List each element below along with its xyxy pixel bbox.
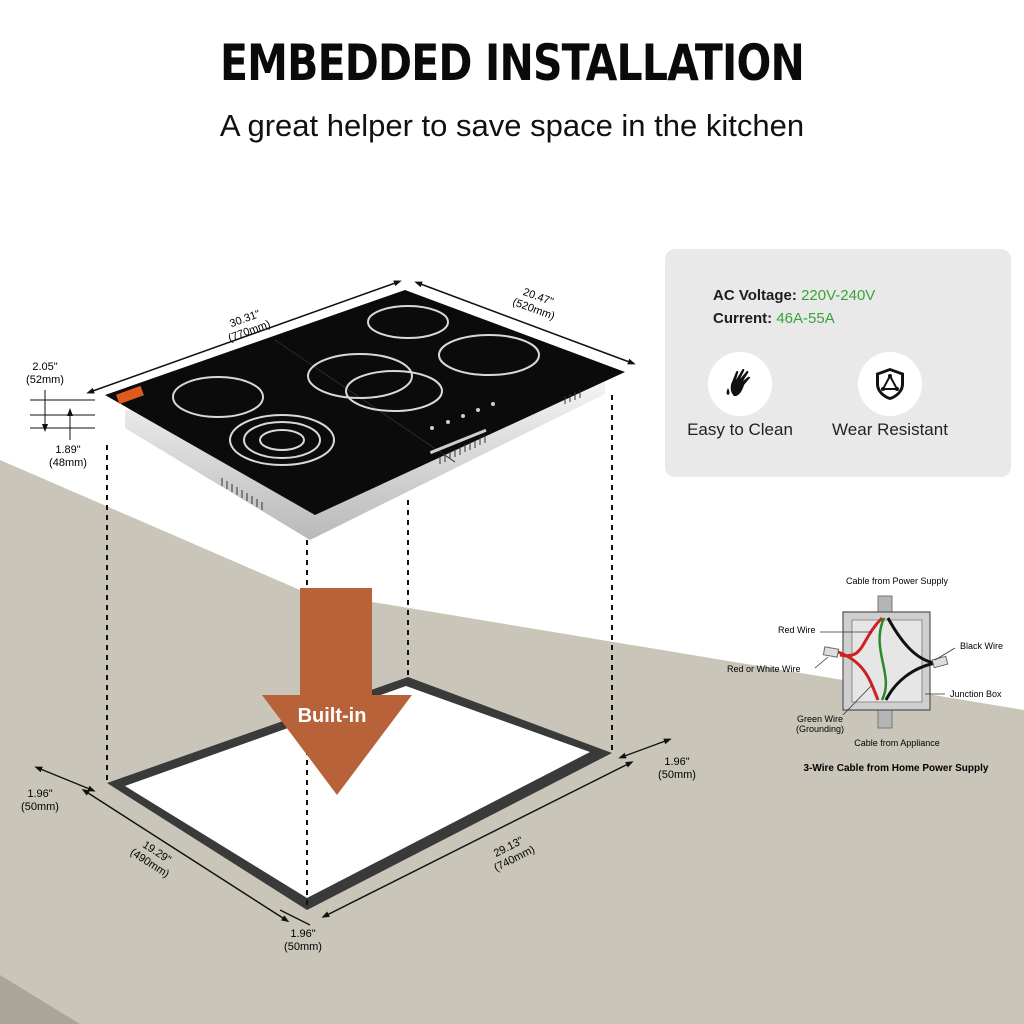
vent-slots [221,390,581,510]
countertop-front-edge [0,975,80,1024]
cooktop [105,290,625,540]
current-row: Current: 46A-55A [713,310,835,327]
voltage-value: 220V-240V [801,287,876,304]
wear-resistant-label: Wear Resistant [832,420,948,439]
current-label: Current: [713,310,773,327]
cable-appliance-label: Cable from Appliance [854,738,940,748]
cutout-depth-dim-line [81,788,290,923]
junction-box-label: Junction Box [950,689,1002,699]
wiring-caption: 3-Wire Cable from Home Power Supply [804,763,989,774]
red-or-white-label: Red or White Wire [727,664,801,674]
easy-clean-label: Easy to Clean [687,420,793,439]
grounding-label: (Grounding) [796,724,844,734]
margin-dim-lines [34,738,672,926]
cutout-width-dim-line [321,761,634,918]
touch-controls [429,402,495,455]
black-wire-2 [884,661,936,701]
wear-resistant-icon [858,352,922,416]
easy-clean-icon [708,352,772,416]
green-wire-label: Green Wire [797,714,843,724]
page-title: EMBEDDED INSTALLATION [219,34,805,92]
page-subtitle: A great helper to save space in the kitc… [219,108,805,143]
wire-nut-right [931,655,949,669]
feature-easy-clean: Easy to Clean [665,352,815,440]
voltage-row: AC Voltage: 220V-240V [713,287,875,304]
margin-front-in-label: 1.96" [290,928,315,940]
zone-triple-mid [243,421,321,459]
width-dim-line [86,280,402,394]
wiring-diagram: Cable from Power Supply Red Wire Red or … [727,576,1003,774]
embed-in-label: 1.89" [55,444,80,456]
margin-right-mm-label: (50mm) [658,769,696,781]
green-wire [878,617,888,701]
current-value: 46A-55A [776,310,835,327]
red-wire-label: Red Wire [778,625,816,635]
black-wire [886,617,936,665]
built-in-label: Built-in [298,705,367,727]
margin-front-mm-label: (50mm) [284,941,322,953]
zone-triple-inner [259,429,305,451]
wire-nut-left [822,646,840,658]
margin-right-in-label: 1.96" [664,756,689,768]
thickness-in-label: 2.05" [32,361,57,373]
depth-dim-line [414,281,636,365]
black-wire-label: Black Wire [960,641,1003,651]
feature-wear-resistant: Wear Resistant [815,352,965,440]
cooktop-glass-top [105,290,625,515]
spec-card: AC Voltage: 220V-240V Current: 46A-55A E… [665,249,1011,477]
margin-left-mm-label: (50mm) [21,801,59,813]
thickness-mm-label: (52mm) [26,374,64,386]
cable-power-label: Cable from Power Supply [846,576,949,586]
built-in-arrow [262,588,412,795]
voltage-label: AC Voltage: [713,287,797,304]
embed-mm-label: (48mm) [49,457,87,469]
thickness-dims [30,390,95,440]
zone-triple-outer [229,414,335,466]
red-white-wire [837,650,880,701]
margin-left-in-label: 1.96" [27,788,52,800]
